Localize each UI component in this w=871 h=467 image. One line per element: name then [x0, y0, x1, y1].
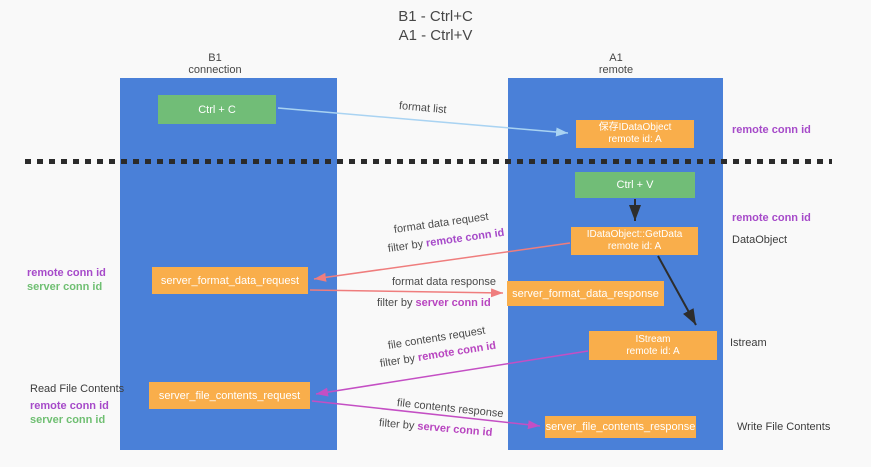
server-conn-id-text: server conn id: [415, 297, 491, 309]
server-file-contents-request-label: server_file_contents_request: [158, 389, 301, 402]
istream-box: IStream remote id: A: [589, 331, 717, 360]
format-list-label: format list: [398, 100, 448, 117]
lifeline-b1-subtitle: connection: [188, 64, 242, 76]
server-file-contents-response-box: server_file_contents_response: [545, 416, 696, 438]
save-dataobject-box: 保存IDataObject remote id: A: [576, 120, 694, 148]
getdata-line2: remote id: A: [607, 241, 662, 252]
istream-line1: IStream: [635, 333, 671, 345]
lifeline-b1-title: B1: [208, 52, 222, 64]
diagram-title-line1: B1 - Ctrl+C: [398, 8, 473, 25]
server-conn-id-label-left-top: server conn id: [27, 281, 103, 293]
save-dataobject-line1: 保存IDataObject: [598, 122, 672, 133]
filter-by-text: filter by: [378, 417, 418, 433]
remote-conn-id-text: remote conn id: [425, 226, 506, 250]
remote-conn-id-label-left-bottom: remote conn id: [30, 400, 109, 412]
server-format-data-request-box: server_format_data_request: [152, 267, 308, 294]
save-dataobject-line2: remote id: A: [608, 134, 662, 145]
file-contents-response-label: file contents response: [396, 397, 505, 421]
getdata-line1: IDataObject::GetData: [586, 229, 683, 240]
format-data-response-arrow: [309, 288, 504, 298]
lifeline-header-b1: B1 connection: [135, 52, 295, 76]
format-data-response-filter-label: filter by server conn id: [377, 297, 491, 309]
lifeline-header-a1: A1 remote: [536, 52, 696, 76]
istream-line2: remote id: A: [626, 345, 680, 357]
ctrl-c-label: Ctrl + C: [198, 103, 236, 116]
server-conn-id-label-left-bottom: server conn id: [30, 414, 106, 426]
ctrl-c-box: Ctrl + C: [158, 95, 276, 124]
server-format-data-response-box: server_format_data_response: [507, 281, 664, 306]
filter-by-text: filter by: [387, 237, 427, 255]
read-file-contents-label: Read File Contents: [30, 383, 125, 395]
server-format-data-request-label: server_format_data_request: [160, 274, 300, 287]
lifeline-a1-subtitle: remote: [598, 64, 634, 76]
remote-conn-id-label-top-right: remote conn id: [732, 124, 811, 136]
server-file-contents-response-label: server_file_contents_response: [545, 421, 696, 433]
server-format-data-response-label: server_format_data_response: [512, 287, 659, 300]
file-contents-response-filter-label: filter by server conn id: [378, 417, 492, 439]
ctrl-v-label: Ctrl + V: [616, 179, 654, 191]
server-conn-id-text: server conn id: [416, 420, 493, 439]
filter-by-text: filter by: [379, 352, 419, 370]
format-data-response-label: format data response: [392, 276, 496, 288]
getdata-box: IDataObject::GetData remote id: A: [571, 227, 698, 255]
section-divider: [25, 159, 832, 164]
ctrl-v-box: Ctrl + V: [575, 172, 695, 198]
filter-by-text: filter by: [377, 297, 416, 309]
diagram-title: B1 - Ctrl+C A1 - Ctrl+V: [0, 7, 871, 45]
remote-conn-id-label-left-top: remote conn id: [27, 267, 106, 279]
istream-side-label: Istream: [730, 337, 767, 349]
write-file-contents-label: Write File Contents: [737, 421, 831, 433]
dataobject-label: DataObject: [732, 234, 788, 246]
diagram-title-line2: A1 - Ctrl+V: [398, 27, 473, 44]
lifeline-a1-title: A1: [609, 52, 623, 64]
remote-conn-id-label-mid-right: remote conn id: [732, 212, 811, 224]
server-file-contents-request-box: server_file_contents_request: [149, 382, 310, 409]
